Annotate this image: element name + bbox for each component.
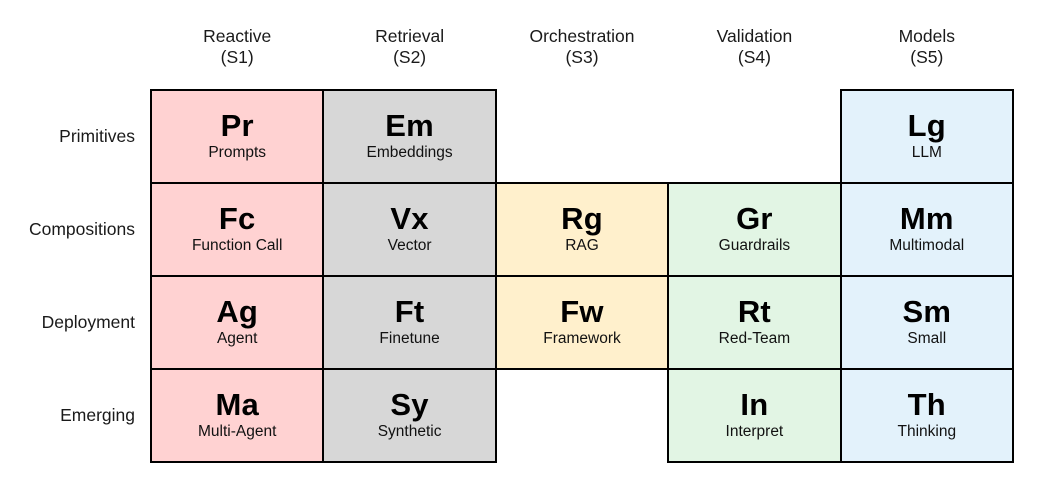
element-symbol: Sm	[902, 294, 952, 330]
element-name: Synthetic	[377, 423, 442, 441]
column-header-name: Orchestration	[529, 26, 635, 46]
column-header-row: Reactive(S1)Retrieval(S2)Orchestration(S…	[151, 26, 1013, 84]
column-header-code: (S3)	[565, 47, 599, 68]
row-label-deployment: Deployment	[41, 312, 135, 332]
element-symbol: Em	[385, 108, 434, 144]
element-name: Interpret	[725, 423, 784, 441]
element-name: Multi-Agent	[197, 423, 277, 441]
column-header-orchestration: Orchestration(S3)	[496, 26, 668, 84]
element-cell-empty	[667, 89, 841, 184]
column-header-name: Models	[898, 26, 956, 46]
row-label-emerging: Emerging	[60, 405, 135, 425]
column-header-models: Models(S5)	[841, 26, 1013, 84]
element-name: Function Call	[191, 237, 283, 255]
column-header-validation: Validation(S4)	[668, 26, 840, 84]
column-header-code: (S1)	[220, 47, 254, 68]
element-name: Vector	[387, 237, 432, 255]
element-symbol: Gr	[736, 201, 773, 237]
element-name: Framework	[543, 330, 621, 348]
element-symbol: Sy	[390, 387, 429, 423]
element-cell-empty	[495, 368, 669, 463]
element-symbol: Fw	[560, 294, 604, 330]
element-symbol: Ma	[215, 387, 259, 423]
column-header-code: (S2)	[393, 47, 427, 68]
column-header-code: (S5)	[910, 47, 944, 68]
element-symbol: Ag	[216, 294, 259, 330]
element-symbol: Ft	[394, 294, 425, 330]
element-name: Finetune	[379, 330, 440, 348]
element-name: Prompts	[208, 144, 267, 162]
element-symbol: Lg	[907, 108, 946, 144]
element-symbol: Mm	[899, 201, 954, 237]
element-name: Small	[907, 330, 947, 348]
element-symbol: Fc	[218, 201, 256, 237]
element-name: LLM	[911, 144, 942, 162]
element-symbol: In	[740, 387, 769, 423]
column-header-retrieval: Retrieval(S2)	[323, 26, 495, 84]
element-symbol: Vx	[390, 201, 429, 237]
row-label-compositions: Compositions	[28, 219, 135, 239]
element-name: Multimodal	[889, 237, 965, 255]
element-name: RAG	[565, 237, 599, 255]
element-symbol: Th	[907, 387, 946, 423]
column-header-reactive: Reactive(S1)	[151, 26, 323, 84]
element-name: Agent	[216, 330, 258, 348]
element-symbol: Rt	[737, 294, 771, 330]
element-symbol: Rg	[561, 201, 603, 237]
column-header-name: Retrieval	[375, 26, 445, 46]
column-header-code: (S4)	[737, 47, 771, 68]
element-name: Embeddings	[366, 144, 453, 162]
element-name: Red-Team	[718, 330, 791, 348]
row-label-primitives: Primitives	[59, 126, 135, 146]
element-symbol: Pr	[220, 108, 254, 144]
element-cell-empty	[495, 89, 669, 184]
column-header-name: Reactive	[203, 26, 272, 46]
column-header-name: Validation	[716, 26, 793, 46]
element-name: Thinking	[897, 423, 957, 441]
element-name: Guardrails	[718, 237, 791, 255]
